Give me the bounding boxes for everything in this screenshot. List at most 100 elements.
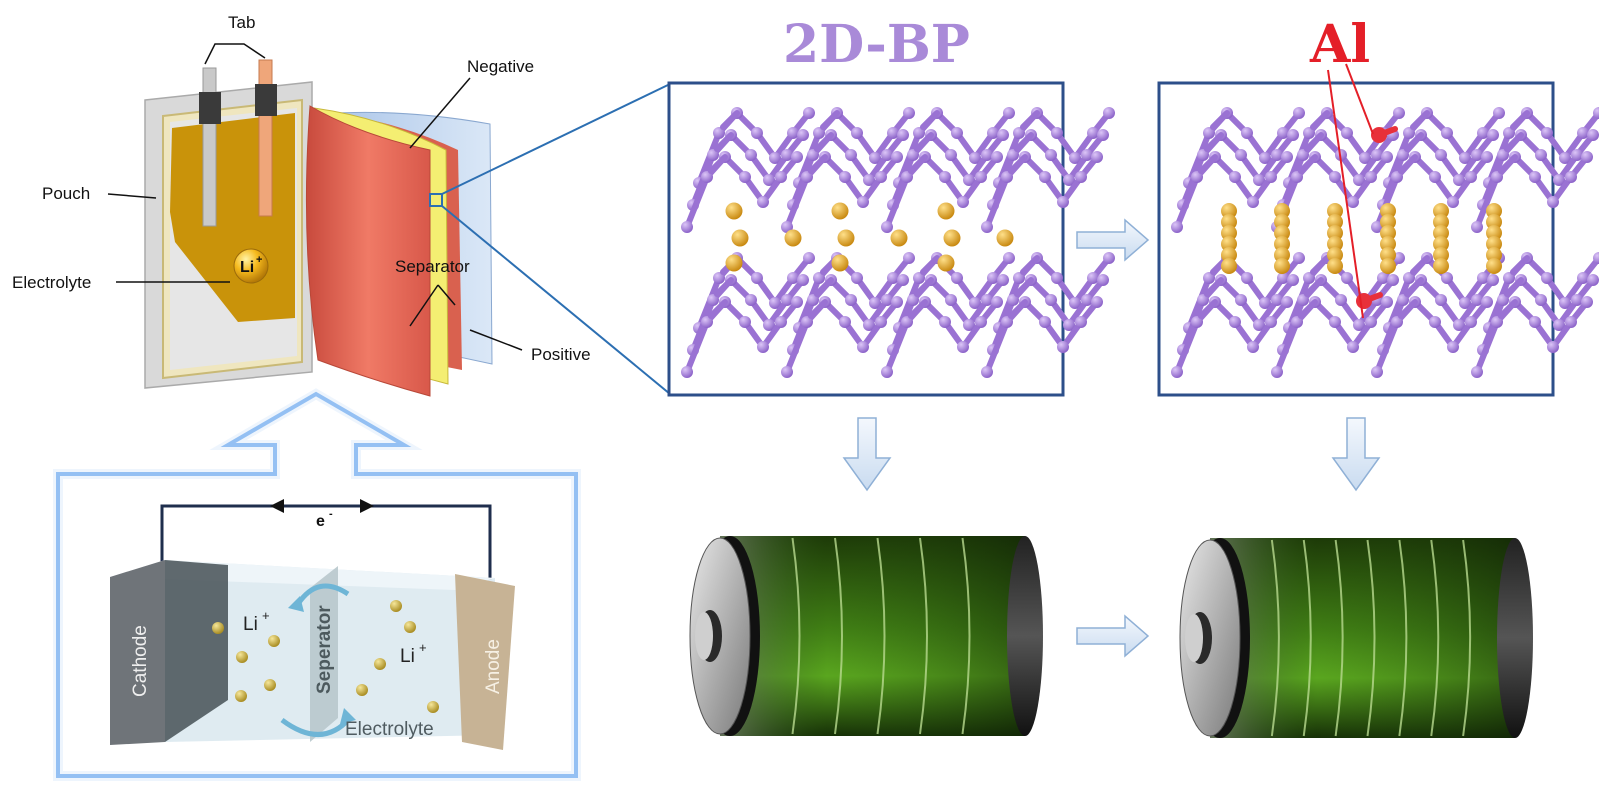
li-atom	[1274, 236, 1290, 252]
li-atom	[937, 254, 955, 272]
p-bond	[1304, 277, 1324, 297]
p-atom	[1057, 341, 1069, 353]
li-atom	[1221, 225, 1237, 241]
p-atom	[975, 171, 987, 183]
battery-pristine	[689, 536, 1043, 736]
p-atom	[1297, 149, 1309, 161]
p-atom	[797, 274, 809, 286]
p-atom	[1477, 272, 1489, 284]
p-bond	[814, 132, 834, 152]
p-atom	[1235, 149, 1247, 161]
p-atom	[751, 127, 763, 139]
p-atom	[1453, 319, 1465, 331]
p-atom	[875, 316, 887, 328]
li-atom	[890, 229, 908, 247]
p-atom	[1253, 174, 1265, 186]
p-bond	[708, 154, 728, 174]
p-atom	[881, 149, 893, 161]
p-atom	[1081, 149, 1093, 161]
li-atom	[1433, 236, 1449, 252]
li-atom	[831, 202, 849, 220]
li-atom	[1486, 258, 1502, 274]
p-atom	[1203, 272, 1215, 284]
li-atom	[1327, 247, 1343, 263]
battery-shade	[720, 536, 1025, 736]
p-atom	[997, 274, 1009, 286]
p-bond	[1474, 174, 1500, 230]
p-bond	[914, 132, 934, 152]
battery-segment-line	[1270, 539, 1280, 737]
p-bond	[884, 319, 910, 375]
li-ion-charge: +	[256, 254, 262, 266]
li-atom	[1380, 247, 1396, 263]
p-bond	[784, 174, 810, 230]
p-bond	[1008, 154, 1028, 174]
p-atom	[901, 316, 913, 328]
p-atom	[1277, 127, 1289, 139]
p-atom	[1039, 171, 1051, 183]
li-atom	[1433, 203, 1449, 219]
p-bond	[908, 299, 928, 319]
p-atom	[1171, 366, 1183, 378]
battery-rear-rim	[1007, 536, 1043, 736]
schematic-electrolyte-label: Electrolyte	[345, 719, 434, 740]
li-atom	[1486, 236, 1502, 252]
p-atom	[891, 296, 903, 308]
p-atom	[881, 221, 893, 233]
p-bond	[720, 110, 740, 130]
p-atom	[1241, 272, 1253, 284]
al-bond	[1376, 126, 1398, 138]
schematic-outline-arrow	[56, 391, 578, 778]
p-bond	[1020, 255, 1040, 275]
p-atom	[1471, 149, 1483, 161]
p-atom	[1229, 316, 1241, 328]
p-atom	[1459, 297, 1471, 309]
p-bond	[1504, 277, 1524, 297]
p-atom	[1491, 316, 1503, 328]
li-atom	[1380, 203, 1396, 219]
p-atom	[787, 127, 799, 139]
p-bond	[1174, 319, 1200, 375]
p-atom	[713, 127, 725, 139]
p-atom	[907, 149, 919, 161]
p-atom	[981, 294, 993, 306]
p-bond	[1310, 110, 1330, 130]
p-atom	[963, 174, 975, 186]
p-atom	[869, 297, 881, 309]
p-atom	[1397, 149, 1409, 161]
li-atom	[725, 254, 743, 272]
p-atom	[945, 294, 957, 306]
p-atom	[781, 149, 793, 161]
p-atom	[1429, 171, 1441, 183]
p-atom	[1497, 149, 1509, 161]
p-atom	[939, 171, 951, 183]
p-atom	[1371, 221, 1383, 233]
p-atom	[1229, 171, 1241, 183]
p-bond	[1020, 110, 1040, 130]
p-atom	[781, 294, 793, 306]
li-atom	[1274, 258, 1290, 274]
li-atom	[1327, 214, 1343, 230]
arrow-right-bottom	[1076, 614, 1150, 658]
p-atom	[781, 221, 793, 233]
p-atom	[1529, 171, 1541, 183]
p-atom	[1481, 296, 1493, 308]
schematic-separator-label: Seperator	[314, 605, 335, 694]
schematic-separator	[310, 566, 338, 742]
p-bond	[908, 154, 928, 174]
p-atom	[903, 252, 915, 264]
p-atom	[951, 272, 963, 284]
p-atom	[1003, 252, 1015, 264]
p-atom	[1447, 196, 1459, 208]
p-atom	[1559, 152, 1571, 164]
arrow-right-top	[1076, 218, 1150, 262]
li-atom	[996, 229, 1014, 247]
p-atom	[1075, 171, 1087, 183]
p-atom	[1303, 127, 1315, 139]
al-pointer-line-2	[1345, 63, 1374, 135]
p-atom	[1387, 274, 1399, 286]
p-bond	[1404, 132, 1424, 152]
p-atom	[1347, 341, 1359, 353]
p-bond	[1198, 154, 1218, 174]
